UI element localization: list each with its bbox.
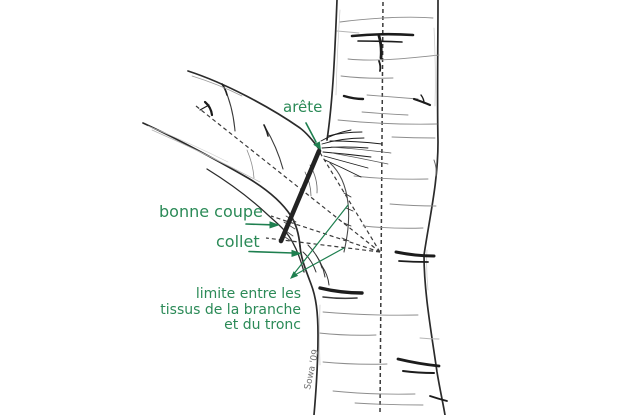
trunk-right-edge: [423, 0, 446, 415]
radial-dashed-to-arete: [318, 150, 381, 253]
collar-fold: [315, 254, 326, 278]
cut-line: [278, 148, 322, 244]
bonne-coupe-arrowhead: [269, 221, 280, 229]
radial-dashed-to-collet: [265, 237, 381, 253]
twig-stub-mark: [203, 100, 214, 117]
limite-arrowhead: [290, 271, 299, 279]
label-bonne-coupe: bonne coupe: [159, 202, 263, 221]
arete-arrow: [305, 122, 317, 143]
trunk-left-edge: [326, 0, 338, 141]
arete-arrowhead: [313, 141, 321, 150]
label-limite-line1: limite entre les: [195, 286, 301, 302]
label-limite-tissus: limite entre les tissus de la branche et…: [160, 286, 301, 334]
collar-fold: [321, 265, 330, 286]
trunk-outline: [299, 0, 446, 415]
label-arete: arête: [283, 98, 323, 116]
signature: Sowa '09: [303, 348, 321, 390]
branch-junction-hatching: [281, 129, 392, 286]
branch-bark-texture: [147, 75, 284, 183]
tissue-limit-curve: [329, 162, 350, 253]
collar-fold: [302, 251, 317, 273]
trunk-lower-left-edge: [299, 245, 319, 415]
annotation-arrows: [245, 122, 349, 279]
label-collet: collet: [216, 232, 260, 251]
bonne-coupe-arrow: [245, 223, 272, 226]
trunk-bark-texture: [318, 9, 440, 406]
branch-underside-second-stroke: [206, 168, 305, 273]
branch-outline: [142, 70, 320, 273]
branch-top-edge: [187, 70, 320, 150]
collet-arrow: [248, 250, 294, 254]
label-limite-line3: et du tronc: [224, 317, 301, 333]
trunk-bark-dark-marks: [318, 32, 448, 402]
branch-bottom-edge: [142, 122, 301, 247]
label-limite-line2: tissus de la branche: [160, 301, 301, 318]
trunk-axis-dashed-line: [379, 1, 384, 414]
limite-leader-line-lower: [292, 247, 345, 277]
limite-leader-line-upper: [292, 204, 349, 276]
collet-arrowhead: [291, 249, 302, 257]
